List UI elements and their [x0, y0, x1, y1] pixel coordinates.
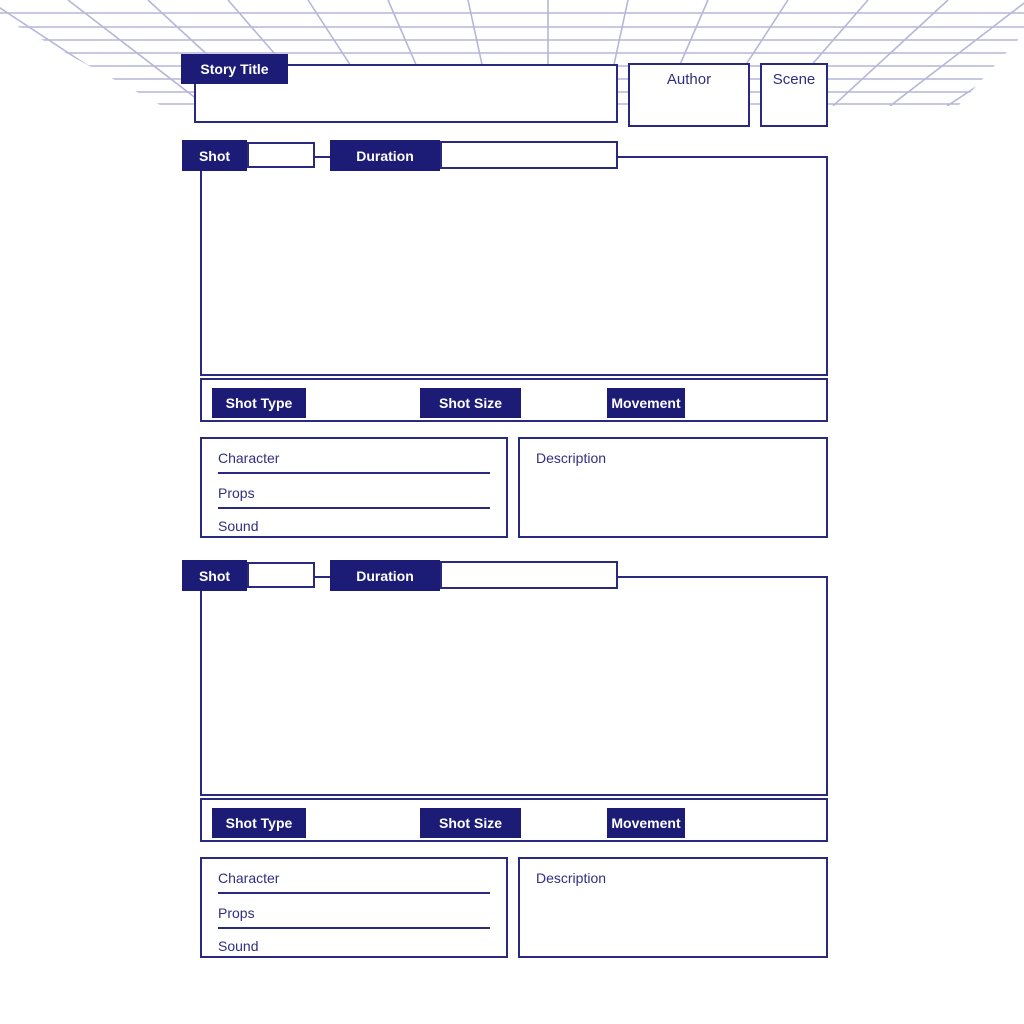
shot-size-label-text: Shot Size	[438, 395, 502, 411]
duration-input[interactable]	[440, 561, 618, 589]
shot-type-field[interactable]	[308, 380, 418, 420]
author-field[interactable]: Author	[628, 63, 750, 127]
description-field[interactable]	[536, 471, 814, 531]
shot-size-field[interactable]	[523, 800, 605, 840]
author-label: Author	[666, 71, 712, 88]
shot-size-label: Shot Size	[420, 388, 521, 418]
duration-label-text: Duration	[356, 147, 414, 164]
shot-label-text: Shot	[198, 147, 231, 164]
props-label: Props	[218, 905, 255, 921]
sound-field[interactable]	[272, 935, 492, 955]
storyboard-frame[interactable]	[200, 576, 828, 796]
shot-block: Shot Duration Shot Type Shot Size Moveme…	[0, 139, 1024, 539]
scene-field[interactable]: Scene	[760, 63, 828, 127]
shot-number-input[interactable]	[247, 562, 315, 588]
shot-type-label-text: Shot Type	[225, 815, 293, 831]
props-label: Props	[218, 485, 255, 501]
storyboard-frame[interactable]	[200, 156, 828, 376]
shot-size-label: Shot Size	[420, 808, 521, 838]
description-field[interactable]	[536, 891, 814, 951]
sound-label: Sound	[218, 518, 259, 534]
story-title-label-text: Story Title	[200, 61, 269, 77]
movement-field[interactable]	[687, 380, 826, 420]
props-field-line[interactable]	[218, 507, 490, 509]
sound-field[interactable]	[272, 515, 492, 535]
scene-label: Scene	[772, 71, 816, 88]
story-title-label: Story Title	[181, 54, 288, 84]
movement-label-text: Movement	[611, 815, 681, 831]
movement-label: Movement	[607, 388, 685, 418]
shot-size-field[interactable]	[523, 380, 605, 420]
shot-number-label: Shot	[182, 560, 247, 591]
shot-type-label-text: Shot Type	[225, 395, 293, 411]
description-box[interactable]: Description	[518, 437, 828, 538]
movement-label-text: Movement	[611, 395, 681, 411]
character-field-line[interactable]	[218, 472, 490, 474]
character-props-sound-box: Character Props Sound	[200, 437, 508, 538]
duration-label: Duration	[330, 560, 440, 591]
shot-type-label: Shot Type	[212, 388, 306, 418]
movement-label: Movement	[607, 808, 685, 838]
character-label: Character	[218, 450, 280, 466]
shot-label-text: Shot	[198, 567, 231, 584]
duration-input[interactable]	[440, 141, 618, 169]
props-field-line[interactable]	[218, 927, 490, 929]
character-label: Character	[218, 870, 280, 886]
character-props-sound-box: Character Props Sound	[200, 857, 508, 958]
description-label: Description	[536, 870, 607, 886]
description-box[interactable]: Description	[518, 857, 828, 958]
shot-type-label: Shot Type	[212, 808, 306, 838]
character-field-line[interactable]	[218, 892, 490, 894]
duration-label-text: Duration	[356, 567, 414, 584]
description-label: Description	[536, 450, 607, 466]
shot-number-input[interactable]	[247, 142, 315, 168]
sound-label: Sound	[218, 938, 259, 954]
shot-size-label-text: Shot Size	[438, 815, 502, 831]
shot-block: Shot Duration Shot Type Shot Size Moveme…	[0, 559, 1024, 959]
movement-field[interactable]	[687, 800, 826, 840]
duration-label: Duration	[330, 140, 440, 171]
shot-number-label: Shot	[182, 140, 247, 171]
shot-type-field[interactable]	[308, 800, 418, 840]
